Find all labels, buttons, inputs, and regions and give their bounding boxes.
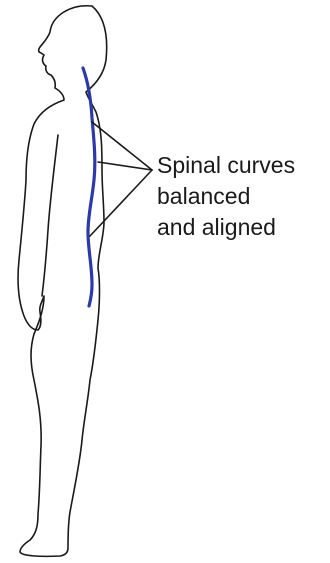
spine-curve — [83, 68, 95, 306]
pointer-line-lower — [90, 170, 152, 236]
label-line-1: Spinal curves — [157, 150, 330, 181]
spinal-curves-label: Spinal curves balanced and aligned — [157, 150, 330, 243]
label-line-3: and aligned — [157, 212, 330, 243]
label-line-2: balanced — [157, 181, 330, 212]
arm-outline — [42, 135, 58, 296]
